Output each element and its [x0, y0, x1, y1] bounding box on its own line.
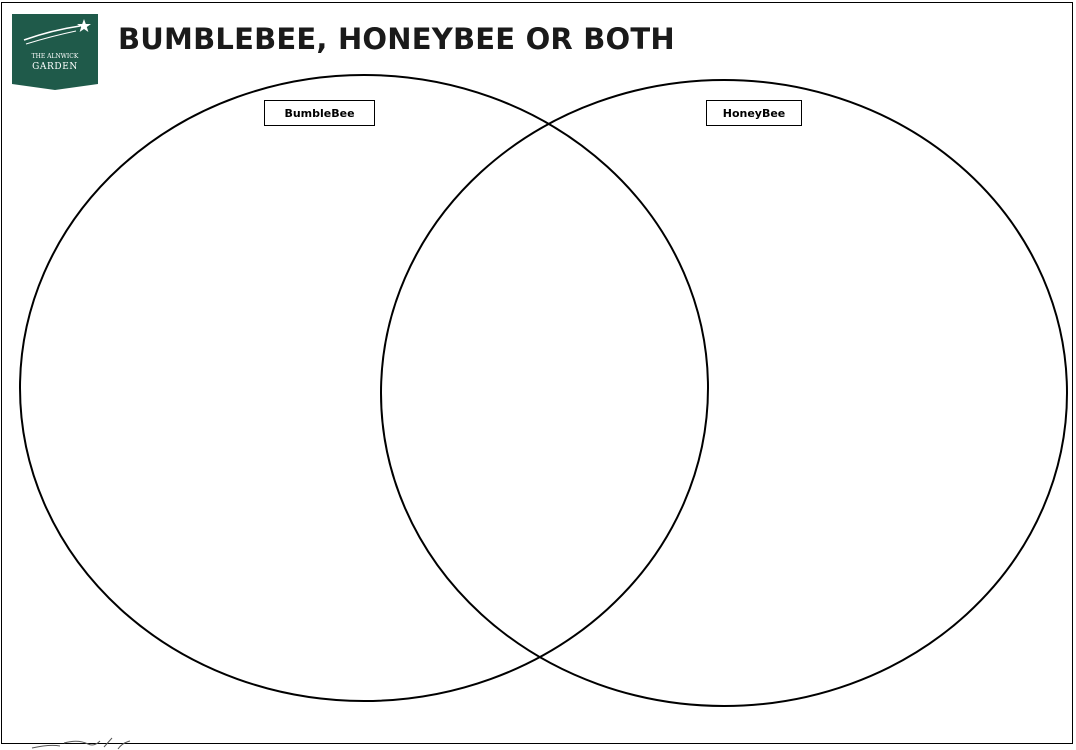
- bumblebee-circle: [20, 75, 708, 701]
- bumblebee-label: BumbleBee: [264, 100, 375, 126]
- bee-sketch-fragment: [30, 735, 180, 750]
- honeybee-circle: [381, 80, 1067, 706]
- honeybee-label: HoneyBee: [706, 100, 802, 126]
